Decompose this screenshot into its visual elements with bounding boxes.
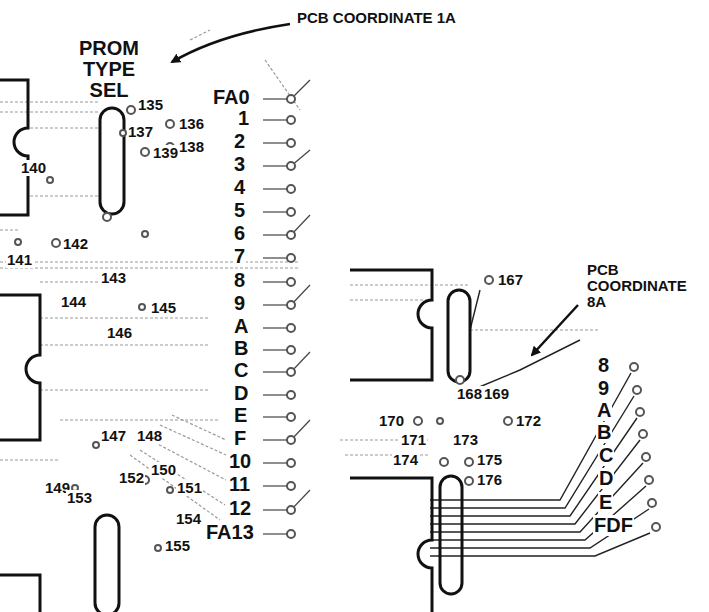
board-coordinate: PCB COORDINATE 1A [296,10,457,26]
pin-label: 8 [597,355,610,376]
pin-label: 7 [233,246,246,267]
pin-label: FA13 [205,522,255,543]
callout-number: 169 [483,386,510,402]
pin-label: 4 [233,177,246,198]
callout-number: 148 [136,428,163,444]
pin-label: 8 [233,270,246,291]
pin-label: D [598,468,614,489]
callout-number: 135 [137,97,164,113]
callout-number: 170 [378,413,405,429]
pin-label: C [598,445,614,466]
pin-label: E [598,492,613,513]
callout-number: 139 [152,145,179,161]
pin-label: A [596,400,612,421]
callout-number: 171 [400,432,427,448]
callout-number: 136 [178,116,205,132]
callout-number: 138 [178,139,205,155]
callout-number: 144 [60,294,87,310]
callout-number: 142 [62,236,89,252]
pin-label: 3 [233,154,246,175]
pin-label: 1 [237,108,250,129]
callout-number: 137 [127,124,154,140]
callout-number: 153 [66,490,93,506]
pin-label: C [233,360,249,381]
callout-number: 154 [175,511,202,527]
callout-number: 172 [515,413,542,429]
pin-label: A [233,316,249,337]
callout-number: 168 [456,386,483,402]
pin-label: 12 [228,498,252,519]
pin-label: B [233,338,249,359]
pin-label: FDF [593,515,634,536]
switch-label: PROM TYPE SEL [72,38,146,101]
callout-number: 150 [150,462,177,478]
callout-number: 151 [176,480,203,496]
callout-number: 155 [164,538,191,554]
callout-number: 143 [100,270,127,286]
callout-number: 152 [118,470,145,486]
pin-label: B [596,422,612,443]
pin-label: 5 [233,200,246,221]
pin-label: 2 [233,131,246,152]
callout-number: 140 [20,160,47,176]
callout-number: 173 [452,432,479,448]
pin-label: 9 [233,293,246,314]
callout-number: 174 [392,452,419,468]
callout-number: 141 [6,252,33,268]
callout-number: 146 [106,325,133,341]
pin-label: F [233,428,247,449]
pin-label: D [233,383,249,404]
callout-number: 147 [100,428,127,444]
callout-number: 145 [150,300,177,316]
pin-label: 10 [228,451,252,472]
pin-label: 9 [597,378,610,399]
board-coordinate: PCB COORDINATE 8A [586,262,703,309]
pin-label: FA0 [212,87,251,108]
pin-label: 6 [233,223,246,244]
pin-label: 11 [228,474,251,495]
pin-label: E [233,405,248,426]
callout-number: 176 [476,472,503,488]
callout-number: 167 [497,272,524,288]
callout-number: 175 [476,452,503,468]
